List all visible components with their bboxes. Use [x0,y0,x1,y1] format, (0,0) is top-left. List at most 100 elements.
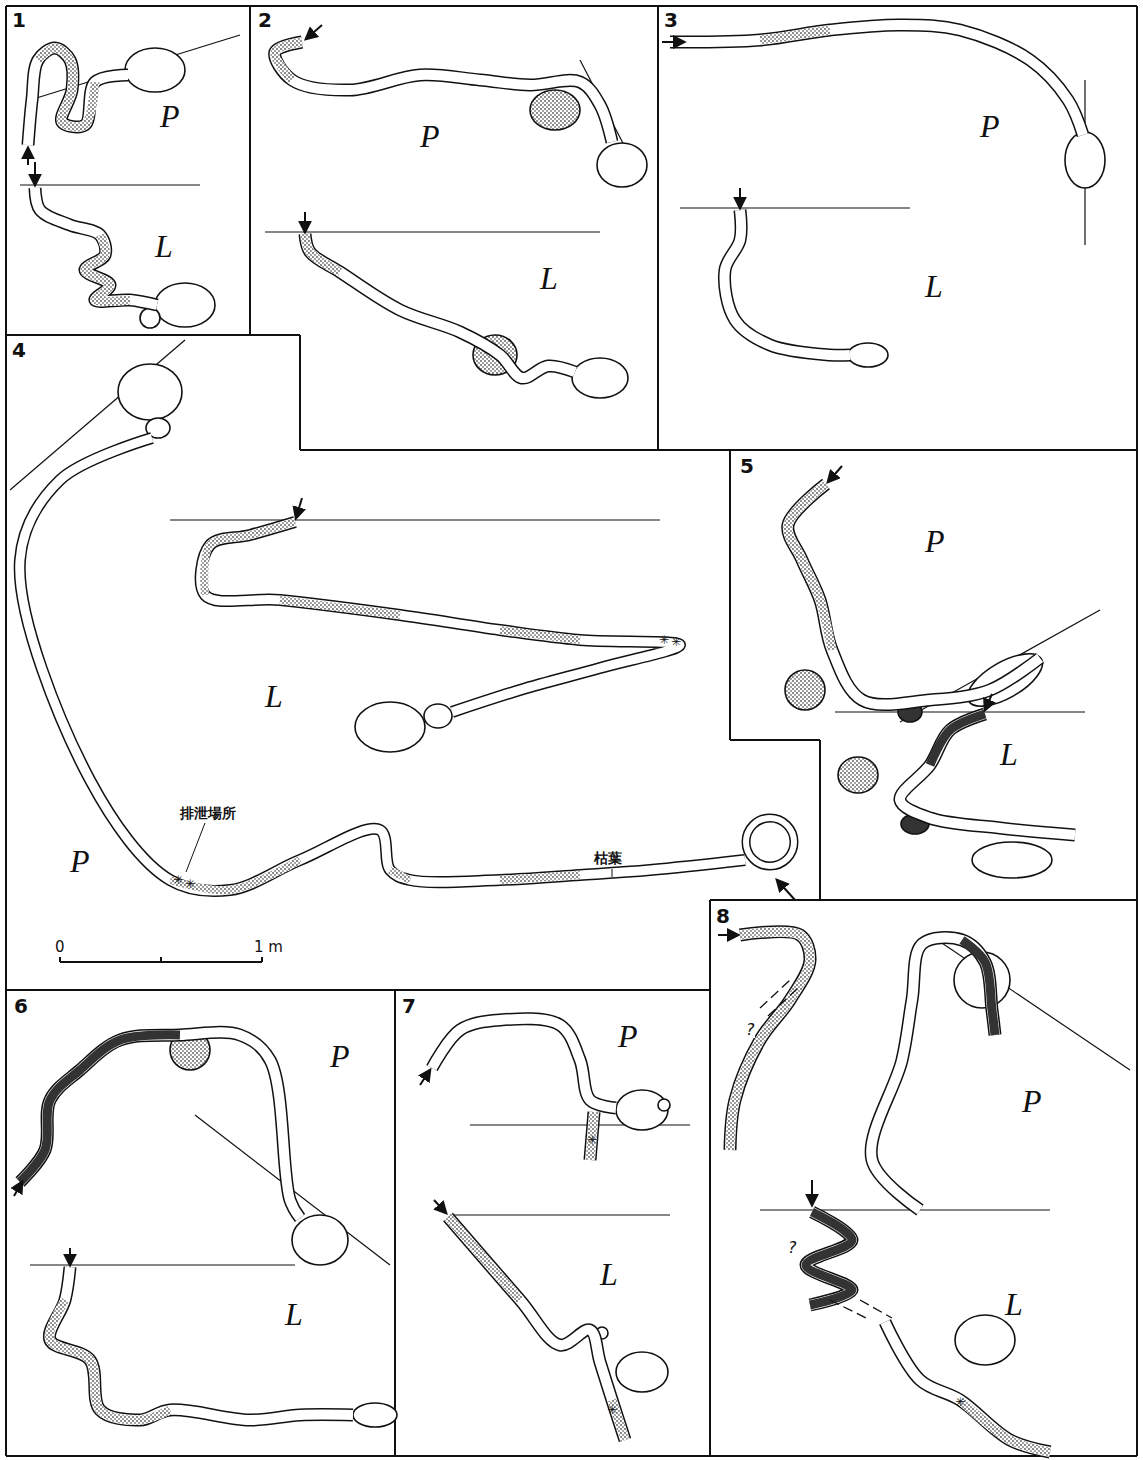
tunnel [871,938,995,1210]
entrance-arrow [296,498,302,518]
entrance-arrow [811,1180,813,1205]
panel-border [394,990,396,1456]
tunnel [20,1032,300,1218]
chamber [616,1352,668,1392]
view-label: L [1000,738,1018,770]
chamber [118,364,182,420]
surface-line [20,184,200,185]
panel-number: 7 [402,996,416,1016]
view-label: L [1005,1288,1023,1320]
tunnel-outline [725,210,850,355]
tunnel-fill [49,1300,170,1420]
view-label: P [1022,1085,1042,1117]
callout-label: 枯葉 [592,851,624,865]
tunnel-outline [275,42,612,142]
panel-number: 5 [740,456,754,476]
tunnel-fill [806,1212,852,1305]
panel-border [6,1455,1137,1457]
panel-border [6,989,710,991]
view-label: P [980,110,1000,142]
tunnel [806,1212,852,1305]
entrance-arrow [14,1182,22,1196]
panel-number: 8 [716,906,730,926]
scale-label: 1 m [254,940,283,955]
tunnel-outline [900,714,1075,835]
gap-line [830,1300,870,1320]
chamber [955,1315,1015,1365]
chamber [125,48,185,92]
tunnel [20,438,745,891]
surface-line [680,207,910,208]
scale-tick [59,957,61,962]
panel-border [6,334,300,336]
tunnel-outline [871,938,995,1210]
surface-line [760,1209,1050,1210]
tunnel-outline [49,1267,353,1420]
callout-label: 排泄場所 [178,806,238,820]
scale-label: 0 [55,940,65,955]
view-label: P [70,845,90,877]
view-label: P [925,525,945,557]
panel-border [710,899,1137,901]
tunnel [201,522,680,712]
panel-number: 4 [12,340,26,360]
tunnel-fill [275,42,302,80]
chamber [848,343,888,367]
tunnel-outline [305,234,575,378]
panel-border [819,740,821,900]
panel-border [729,450,731,740]
tunnel-fill [500,630,580,640]
tunnel-fill [204,522,295,595]
panel-number: 3 [664,10,678,30]
view-label: P [330,1040,350,1072]
surface-line [930,935,1130,1070]
panel-border [730,739,820,741]
view-label: P [420,120,440,152]
tunnel [788,484,1040,705]
tunnel [28,48,128,145]
tunnel [900,714,1075,835]
panel-border [249,6,251,335]
chamber [530,90,580,130]
view-label: L [540,262,558,294]
view-label: L [600,1258,618,1290]
tunnel-fill [448,1217,520,1300]
tunnel-fill [38,48,95,127]
chambers [118,48,1105,1427]
view-label: L [155,230,173,262]
panel-number: 2 [258,10,272,30]
panel-border [300,449,658,451]
chamber [424,704,452,728]
chamber [155,283,215,327]
panel-borders [6,6,1137,1456]
tunnel [432,1019,616,1108]
chamber [658,1099,670,1111]
entrance-arrow [828,466,842,482]
tunnel-outline [20,438,745,891]
entrance-arrow [420,1070,430,1085]
excrement-mark: ✳ [607,1403,617,1417]
tunnel-loop [746,818,794,866]
entrance-arrow [34,162,36,185]
tunnel [448,1217,625,1440]
entrance-arrow [306,25,322,39]
surface-line [170,519,660,520]
tunnel-fill [20,1035,180,1182]
tunnels [20,25,1083,1452]
tunnel-outline [201,522,680,712]
section-and-surface-lines [10,35,1130,1265]
view-label: P [618,1020,638,1052]
panel-number: 6 [14,996,28,1016]
tunnel-outline [28,48,128,145]
tunnel-fill [930,714,985,765]
panel-border [5,6,7,1456]
entrance-arrow [27,148,29,165]
tunnel [49,1267,353,1420]
tunnel-outline [448,1217,625,1440]
panel-border [657,6,659,450]
tunnel [275,42,612,142]
tunnel-outline [432,1019,616,1108]
chamber [1065,132,1105,188]
entrance-arrow [69,1248,71,1265]
